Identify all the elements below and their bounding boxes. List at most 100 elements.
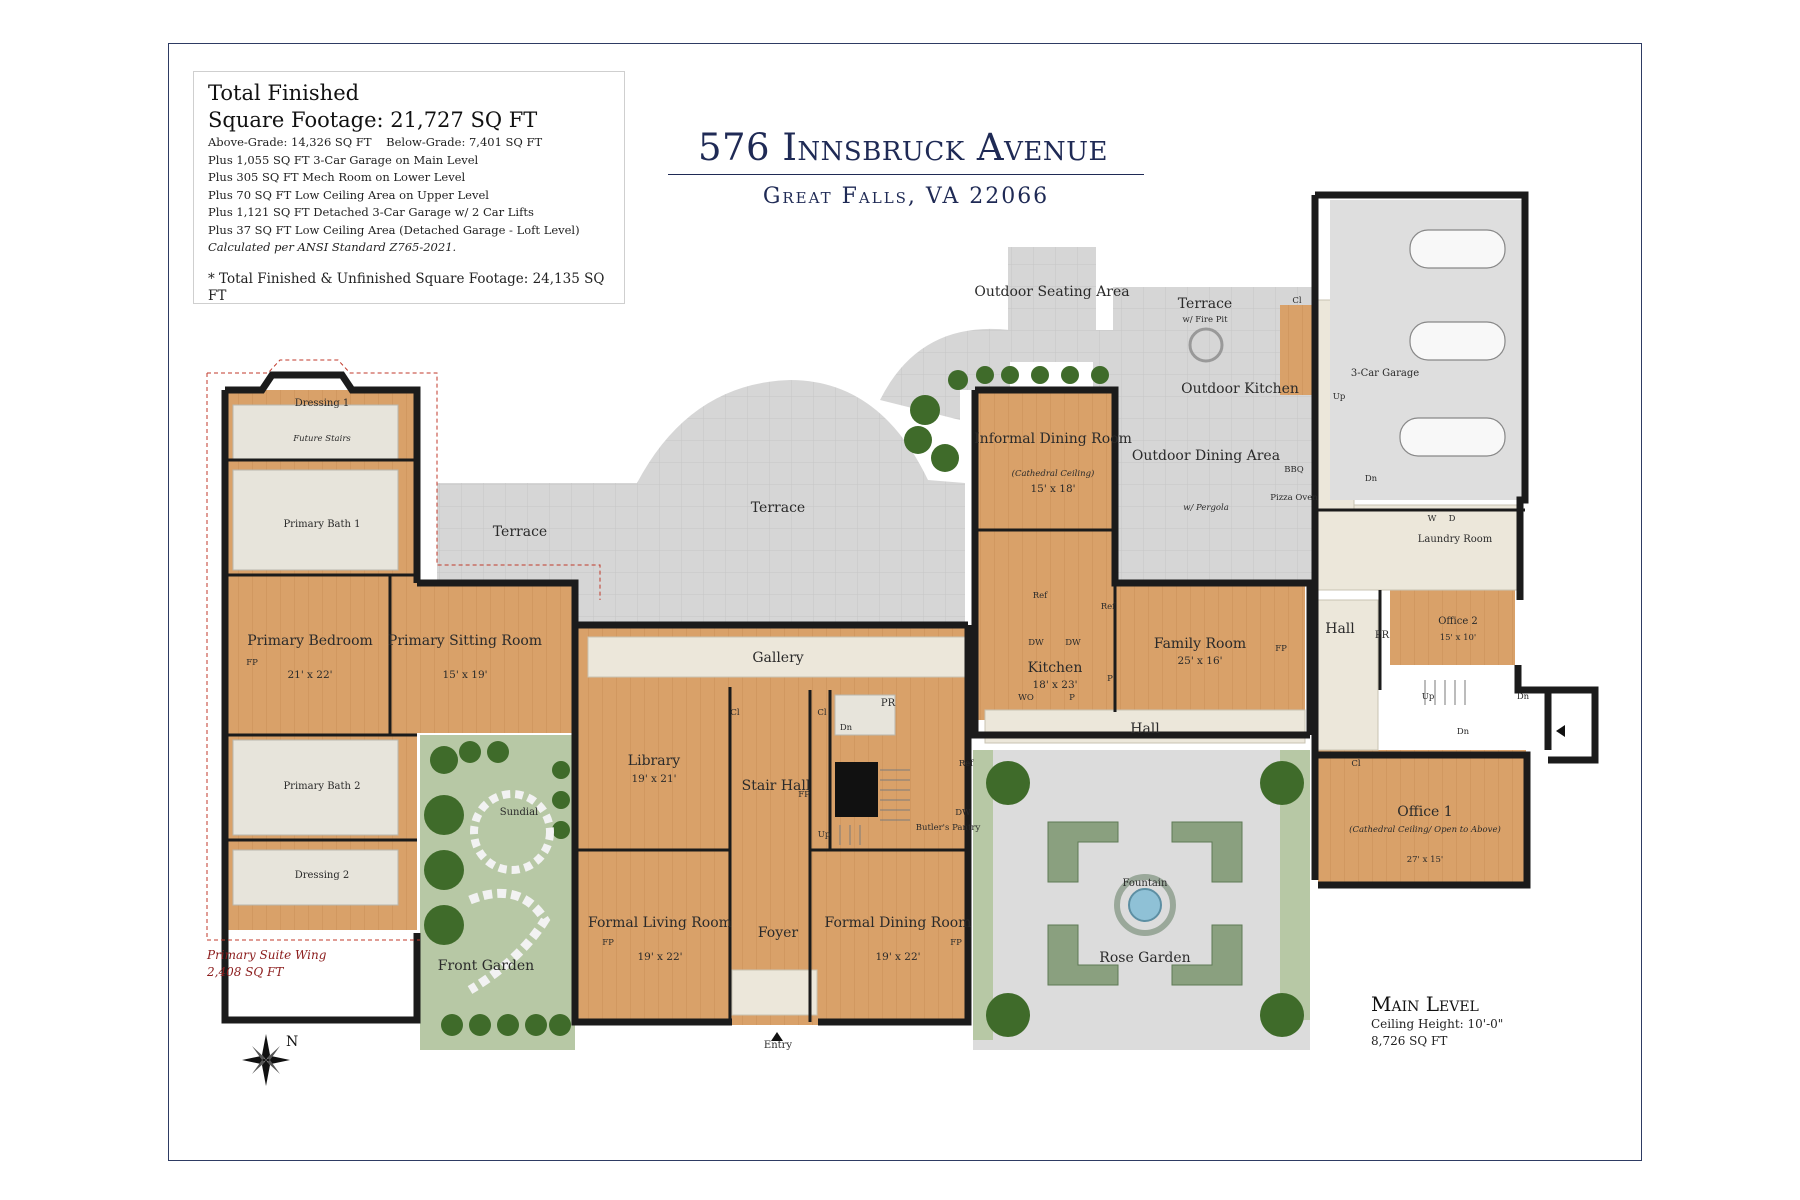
label-office-2-dim: 15' x 10'	[1440, 633, 1477, 643]
label-family-room-dim: 25' x 16'	[1177, 655, 1222, 667]
label-office-1-sub: (Cathedral Ceiling/ Open to Above)	[1349, 824, 1501, 835]
info-line: Plus 70 SQ FT Low Ceiling Area on Upper …	[208, 187, 489, 202]
label-primary-sitting-dim: 15' x 19'	[442, 669, 487, 681]
tag-ref: Ref	[1101, 602, 1116, 612]
tag-up: Up	[818, 830, 831, 840]
compass-rose: N	[242, 1034, 298, 1086]
label-informal-dining-sub: (Cathedral Ceiling)	[1012, 468, 1095, 479]
square-footage-box: Total Finished Square Footage: 21,727 SQ…	[193, 71, 625, 304]
label-terrace-left: Terrace	[493, 524, 547, 540]
info-line: Plus 305 SQ FT Mech Room on Lower Level	[208, 170, 466, 184]
label-powder-room: PR	[881, 698, 896, 709]
label-terrace-center: Terrace	[751, 500, 805, 516]
label-front-garden: Front Garden	[438, 958, 534, 974]
tag-dw: DW	[1065, 638, 1081, 648]
compass-north-label: N	[286, 1034, 298, 1050]
exterior-walls	[221, 191, 1599, 1026]
label-office-1: Office 1	[1397, 804, 1452, 820]
tag-p: P	[1069, 693, 1075, 703]
label-formal-living: Formal Living Room	[588, 915, 732, 931]
label-powder-room-2: PR	[1375, 630, 1390, 641]
label-office-2: Office 2	[1438, 616, 1478, 627]
wet-areas	[232, 404, 896, 906]
label-primary-sitting: Primary Sitting Room	[388, 633, 542, 649]
label-fountain: Fountain	[1123, 878, 1168, 889]
label-library-dim: 19' x 21'	[631, 773, 676, 785]
label-formal-dining-dim: 19' x 22'	[875, 951, 920, 963]
stair-core	[835, 762, 878, 817]
label-library: Library	[628, 753, 680, 769]
tag-cl: Cl	[1351, 759, 1361, 769]
info-total: * Total Finished & Unfinished Square Foo…	[208, 270, 605, 305]
fixture-tags: FP FP FP FP FP Cl Cl Cl Cl Dn Up Up Dn U…	[246, 296, 1529, 948]
tag-dw: DW	[1028, 638, 1044, 648]
address-street: 576 Innsbruck Avenue	[697, 126, 1109, 169]
tag-dn: Dn	[1517, 692, 1530, 702]
outdoor-seating-pad	[1008, 247, 1096, 362]
tag-dn: Dn	[1365, 474, 1378, 484]
tag-cl: Cl	[1292, 296, 1302, 306]
label-informal-dining: Informal Dining Room	[974, 431, 1132, 447]
label-laundry: Laundry Room	[1418, 534, 1493, 545]
label-pizza-oven: Pizza Oven	[1270, 493, 1318, 503]
label-foyer: Foyer	[758, 925, 799, 941]
label-outdoor-kitchen: Outdoor Kitchen	[1181, 381, 1299, 397]
label-rose-garden: Rose Garden	[1099, 950, 1190, 966]
label-dressing-2: Dressing 2	[295, 870, 350, 881]
tag-dn: Dn	[1457, 727, 1470, 737]
label-formal-dining: Formal Dining Room	[825, 915, 972, 931]
label-dressing-1: Dressing 1	[295, 398, 350, 409]
info-calc-note: Calculated per ANSI Standard Z765-2021.	[208, 240, 457, 254]
tag-cl: Cl	[817, 708, 827, 718]
label-informal-dining-dim: 15' x 18'	[1030, 483, 1075, 495]
label-primary-bath-2: Primary Bath 2	[283, 781, 360, 792]
tag-fp: FP	[246, 658, 258, 668]
compass-star-icon	[242, 1034, 290, 1086]
level-ceiling: Ceiling Height: 10'-0"	[1371, 1017, 1504, 1031]
label-terrace-fire-sub: w/ Fire Pit	[1182, 315, 1228, 325]
label-hall-east: Hall	[1325, 621, 1355, 637]
tag-wo: WO	[1018, 693, 1034, 703]
fountain-basin	[1128, 888, 1162, 922]
label-outdoor-dining: Outdoor Dining Area	[1132, 448, 1280, 464]
garage-cars	[1399, 229, 1506, 457]
tag-fp: FP	[798, 790, 810, 800]
plan-frame	[168, 43, 1642, 1161]
tag-dw: DW	[955, 808, 971, 818]
label-primary-bedroom: Primary Bedroom	[247, 633, 373, 649]
tag-ref: Ref	[959, 759, 974, 769]
sundial-ring	[470, 790, 554, 874]
tag-dn: Dn	[840, 723, 853, 733]
label-primary-bath-1: Primary Bath 1	[283, 519, 360, 530]
label-terrace-fire: Terrace	[1178, 296, 1232, 312]
tag-fp: FP	[950, 938, 962, 948]
tag-washer: W	[1428, 514, 1437, 524]
garden-trees	[424, 366, 1304, 1037]
primary-suite-outline	[207, 359, 601, 600]
tag-up: Up	[1422, 692, 1435, 702]
label-outdoor-dining-sub: w/ Pergola	[1183, 503, 1229, 513]
label-stair-hall: Stair Hall	[742, 778, 811, 794]
label-bbq: BBQ	[1284, 465, 1303, 475]
info-line: Plus 37 SQ FT Low Ceiling Area (Detached…	[208, 222, 580, 237]
rose-garden-parterre	[1047, 821, 1243, 986]
address-city: Great Falls, VA 22066	[762, 184, 1050, 209]
tag-p: P	[1107, 674, 1113, 684]
label-sundial: Sundial	[500, 807, 539, 818]
label-family-room: Family Room	[1154, 636, 1246, 652]
tag-ref: Ref	[1033, 591, 1048, 601]
level-name: Main Level	[1371, 992, 1479, 1016]
label-office-1-dim: 27' x 15'	[1407, 855, 1444, 865]
label-kitchen-dim: 18' x 23'	[1032, 679, 1077, 691]
info-heading-2: Square Footage: 21,727 SQ FT	[208, 108, 538, 132]
label-garage: 3-Car Garage	[1351, 368, 1419, 379]
label-formal-living-dim: 19' x 22'	[637, 951, 682, 963]
primary-suite-area: 2,408 SQ FT	[207, 965, 284, 979]
info-line: Plus 1,055 SQ FT 3-Car Garage on Main Le…	[208, 152, 479, 167]
interior-walls	[225, 458, 1525, 1022]
label-entry: Entry	[764, 1040, 793, 1051]
entry-arrow	[771, 1032, 783, 1041]
stair-treads	[839, 680, 1466, 845]
label-future-stairs: Future Stairs	[292, 434, 351, 444]
